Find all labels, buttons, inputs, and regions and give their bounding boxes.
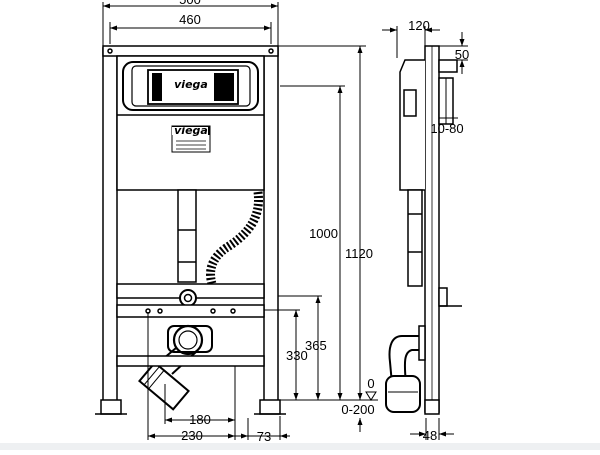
side-view xyxy=(385,45,462,415)
flush-opening-inner xyxy=(131,65,251,107)
left-upright xyxy=(102,47,118,411)
dim-overall-width: 500 xyxy=(179,0,201,7)
plate-hole xyxy=(230,308,236,314)
side-arrowheads xyxy=(390,27,465,437)
flush-pipe xyxy=(177,189,197,283)
side-foot xyxy=(424,399,440,415)
plate-shade xyxy=(214,73,234,101)
plate-hole xyxy=(157,308,163,314)
mount-hole xyxy=(107,48,113,54)
front-arrowheads xyxy=(103,3,363,439)
dim-range-10-80: 10-80 xyxy=(430,121,463,136)
lower-mount-plate xyxy=(116,304,265,318)
bottom-crossbar xyxy=(116,355,265,367)
waste-pipe xyxy=(138,361,190,411)
front-view xyxy=(95,45,286,415)
dim-adjust-0-200: 0-200 xyxy=(341,402,374,417)
dim-height-330: 330 xyxy=(286,348,308,363)
side-valve xyxy=(403,89,417,117)
right-upright xyxy=(263,47,279,411)
dim-frame-width: 460 xyxy=(179,12,201,27)
top-crossbar xyxy=(102,45,279,57)
side-waste-flange xyxy=(418,325,426,361)
floor-level-symbol xyxy=(365,391,377,401)
dim-depth-50: 50 xyxy=(455,47,469,62)
dim-depth-48: 48 xyxy=(423,428,437,443)
dim-offset-230: 230 xyxy=(181,428,203,443)
plate-shade xyxy=(152,73,162,101)
dim-offset-180: 180 xyxy=(189,412,211,427)
side-bracket xyxy=(438,287,448,307)
side-flush-pipe xyxy=(407,189,423,287)
dim-floor-zero: 0 xyxy=(367,376,374,391)
front-dimension-lines xyxy=(102,2,378,440)
dim-height-1000: 1000 xyxy=(309,226,338,241)
bolt-ring xyxy=(179,289,197,307)
side-waste-pipe xyxy=(385,375,421,413)
waste-outlet-ring xyxy=(172,324,204,356)
left-foot xyxy=(100,399,122,415)
label-plate-logo: viega xyxy=(174,124,208,137)
brand-logo: viega xyxy=(174,78,208,91)
dim-offset-73: 73 xyxy=(257,429,271,444)
side-top-connector xyxy=(438,59,458,73)
label-logo-backing xyxy=(172,127,208,135)
right-foot xyxy=(259,399,281,415)
footer-bar xyxy=(0,443,600,450)
dim-height-1120: 1120 xyxy=(345,246,373,261)
flexible-hose xyxy=(206,191,263,286)
flush-opening xyxy=(122,61,259,111)
side-cistern xyxy=(399,59,425,191)
plate-hole xyxy=(210,308,216,314)
mount-hole xyxy=(268,48,274,54)
dim-depth-120: 120 xyxy=(408,18,430,33)
logo-backing xyxy=(171,73,211,93)
side-waste-bend-outer xyxy=(388,335,422,385)
waste-outlet-inner xyxy=(178,330,198,350)
bolt-center xyxy=(183,293,193,303)
dim-height-365: 365 xyxy=(305,338,327,353)
